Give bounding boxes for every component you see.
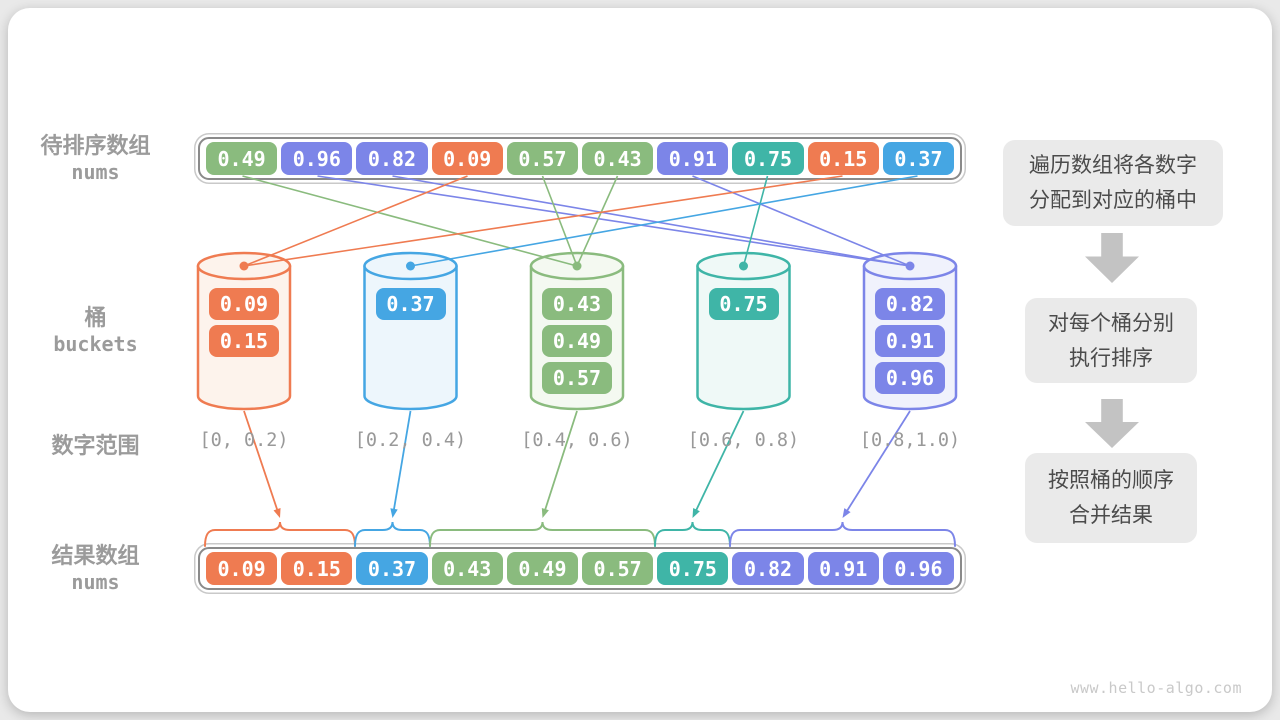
result-cell: 0.43 bbox=[431, 552, 503, 585]
site-watermark: www.hello-algo.com bbox=[1070, 679, 1242, 697]
source-cell: 0.49 bbox=[206, 142, 278, 175]
source-cell: 0.15 bbox=[807, 142, 879, 175]
bucket-range-label: [0.8,1.0) bbox=[859, 430, 961, 451]
bucket-item: 0.49 bbox=[542, 325, 612, 357]
step-text-line: 遍历数组将各数字 bbox=[1029, 154, 1197, 177]
result-array-label-cn: 结果数组 bbox=[51, 543, 140, 568]
source-cell: 0.37 bbox=[882, 142, 955, 175]
source-array-label-cn: 待排序数组 bbox=[40, 133, 151, 158]
source-array-label: 待排序数组 nums bbox=[18, 132, 173, 186]
step-text-line: 执行排序 bbox=[1069, 346, 1153, 370]
buckets-label: 桶 buckets bbox=[18, 304, 173, 358]
bucket-range-label: [0, 0.2) bbox=[199, 430, 289, 451]
source-cell: 0.09 bbox=[431, 142, 503, 175]
bucket-item: 0.09 bbox=[209, 288, 279, 320]
buckets-label-cn: 桶 bbox=[84, 305, 107, 330]
bucket-range-label: [0.6, 0.8) bbox=[687, 430, 800, 451]
result-array-label: 结果数组 nums bbox=[18, 542, 173, 596]
source-cell: 0.91 bbox=[657, 142, 729, 175]
result-cell: 0.75 bbox=[657, 552, 729, 585]
result-cell: 0.91 bbox=[807, 552, 879, 585]
source-cell: 0.96 bbox=[281, 142, 353, 175]
range-label-cn: 数字范围 bbox=[51, 433, 140, 458]
step-text-line: 按照桶的顺序 bbox=[1048, 469, 1174, 492]
bucket-range-label: [0.2, 0.4) bbox=[354, 430, 467, 451]
range-label: 数字范围 bbox=[18, 432, 173, 459]
step-box-merge: 按照桶的顺序合并结果 bbox=[1025, 453, 1197, 543]
buckets-label-var: buckets bbox=[53, 332, 138, 356]
source-cell: 0.43 bbox=[582, 142, 654, 175]
result-cell: 0.57 bbox=[582, 552, 654, 585]
step-text-line: 对每个桶分别 bbox=[1048, 311, 1174, 335]
result-cell: 0.49 bbox=[506, 552, 579, 585]
step-text-line: 合并结果 bbox=[1069, 504, 1153, 527]
bucket-item: 0.57 bbox=[542, 362, 612, 394]
source-cell: 0.82 bbox=[356, 142, 428, 175]
bucket-range-label: [0.4, 0.6) bbox=[521, 430, 633, 451]
source-array-label-var: nums bbox=[71, 160, 120, 184]
bucket-item: 0.91 bbox=[875, 325, 945, 357]
step-box-assign: 遍历数组将各数字分配到对应的桶中 bbox=[1003, 140, 1223, 226]
step-box-sort: 对每个桶分别执行排序 bbox=[1025, 298, 1197, 383]
result-cell: 0.96 bbox=[882, 552, 955, 585]
source-cell: 0.75 bbox=[732, 142, 804, 175]
bucket-item: 0.37 bbox=[375, 288, 446, 320]
bucket-item: 0.43 bbox=[542, 288, 612, 320]
step-text-line: 分配到对应的桶中 bbox=[1029, 189, 1197, 212]
source-cell: 0.57 bbox=[506, 142, 579, 175]
result-array-label-var: nums bbox=[71, 570, 120, 594]
bucket-item: 0.96 bbox=[875, 362, 945, 394]
bucket-item: 0.82 bbox=[875, 288, 945, 320]
result-cell: 0.09 bbox=[206, 552, 278, 585]
bucket-item: 0.75 bbox=[708, 288, 779, 320]
bucket-item: 0.15 bbox=[209, 325, 279, 357]
result-cell: 0.82 bbox=[732, 552, 804, 585]
result-cell: 0.15 bbox=[281, 552, 353, 585]
result-cell: 0.37 bbox=[356, 552, 428, 585]
